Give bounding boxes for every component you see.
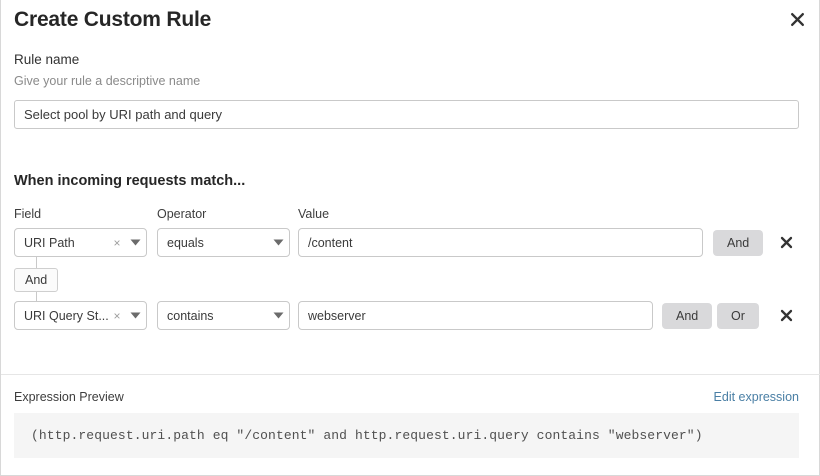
chevron-down-icon[interactable]	[267, 312, 289, 319]
field-select-1[interactable]: URI Path ×	[14, 228, 147, 257]
connector-line-bottom	[36, 292, 37, 303]
operator-select-1-value: equals	[167, 235, 204, 250]
close-icon	[780, 236, 792, 248]
expression-preview-text: (http.request.uri.path eq "/content" and…	[31, 428, 703, 443]
close-icon	[780, 309, 792, 321]
column-header-field: Field	[14, 207, 42, 221]
clear-x-icon[interactable]: ×	[113, 308, 121, 323]
clear-x-icon[interactable]: ×	[113, 235, 121, 250]
section-divider	[1, 374, 820, 375]
or-button-2[interactable]: Or	[717, 303, 759, 329]
operator-select-1[interactable]: equals	[157, 228, 290, 257]
rule-name-label: Rule name	[14, 52, 80, 67]
expression-preview-box: (http.request.uri.path eq "/content" and…	[14, 413, 799, 458]
expression-preview-label: Expression Preview	[14, 390, 124, 404]
delete-condition-button-2[interactable]	[773, 301, 799, 329]
value-input-1[interactable]	[298, 228, 703, 257]
match-section-heading: When incoming requests match...	[14, 173, 246, 189]
and-button-2[interactable]: And	[662, 303, 713, 329]
and-button-1[interactable]: And	[713, 230, 764, 256]
connector-and-badge[interactable]: And	[14, 268, 59, 292]
field-select-1-value: URI Path	[24, 235, 75, 250]
dialog-title: Create Custom Rule	[14, 8, 212, 31]
edit-expression-link[interactable]: Edit expression	[713, 390, 799, 404]
field-select-2[interactable]: URI Query St... ×	[14, 301, 147, 330]
field-select-2-value: URI Query St...	[24, 308, 109, 323]
operator-select-2-value: contains	[167, 308, 214, 323]
rule-name-input[interactable]	[14, 100, 799, 129]
condition-connector: And	[1, 257, 121, 303]
close-icon	[790, 12, 804, 26]
chevron-down-icon[interactable]	[267, 239, 289, 246]
operator-select-2[interactable]: contains	[157, 301, 290, 330]
chevron-down-icon[interactable]	[124, 239, 146, 246]
column-header-operator: Operator	[157, 207, 207, 221]
column-header-value: Value	[298, 207, 330, 221]
close-dialog-button[interactable]	[784, 6, 810, 32]
value-input-2[interactable]	[298, 301, 653, 330]
rule-name-description: Give your rule a descriptive name	[14, 74, 201, 88]
connector-line-top	[36, 257, 37, 268]
chevron-down-icon[interactable]	[124, 312, 146, 319]
delete-condition-button-1[interactable]	[773, 228, 799, 256]
